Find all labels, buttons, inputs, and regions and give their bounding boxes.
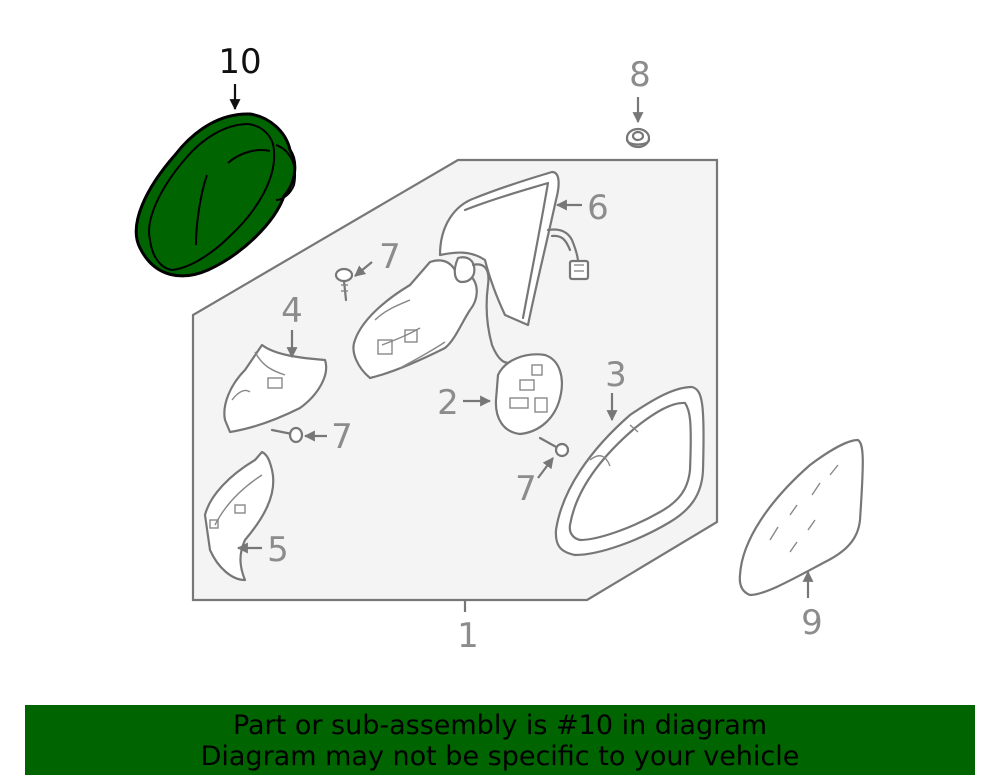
part-7-screw-top[interactable] (334, 267, 354, 302)
part-2-motor[interactable] (494, 353, 563, 436)
info-banner: Part or sub-assembly is #10 in diagram D… (25, 705, 975, 775)
part-4-cover[interactable] (223, 343, 328, 434)
label-7-right: 7 (515, 469, 537, 509)
label-3: 3 (605, 355, 627, 395)
part-7-top-arrow (354, 261, 373, 277)
part-9-mirror-glass[interactable] (738, 438, 864, 597)
part-7-screw-right[interactable] (538, 436, 570, 458)
label-8: 8 (629, 55, 651, 95)
label-2: 2 (437, 383, 459, 423)
part-3-mirror-frame[interactable] (554, 385, 705, 557)
part-8-nut[interactable] (625, 127, 651, 149)
part-6-housing-frame[interactable] (438, 170, 590, 327)
label-9: 9 (801, 603, 823, 643)
mirror-bracket-assembly (352, 256, 514, 380)
part-10-mirror-cover[interactable] (134, 112, 297, 278)
banner-line-1: Part or sub-assembly is #10 in diagram (232, 710, 768, 741)
part-5-lower-cover[interactable] (203, 450, 275, 582)
part-7-screw-left[interactable] (270, 426, 304, 444)
part-7-right-arrow (537, 457, 554, 479)
label-4: 4 (281, 291, 303, 331)
label-10: 10 (218, 42, 261, 82)
label-5: 5 (267, 530, 289, 570)
banner-line-2: Diagram may not be specific to your vehi… (200, 741, 800, 772)
label-6: 6 (587, 188, 609, 228)
label-7-top: 7 (379, 237, 401, 277)
label-1: 1 (457, 616, 479, 656)
label-7-left: 7 (331, 417, 353, 457)
